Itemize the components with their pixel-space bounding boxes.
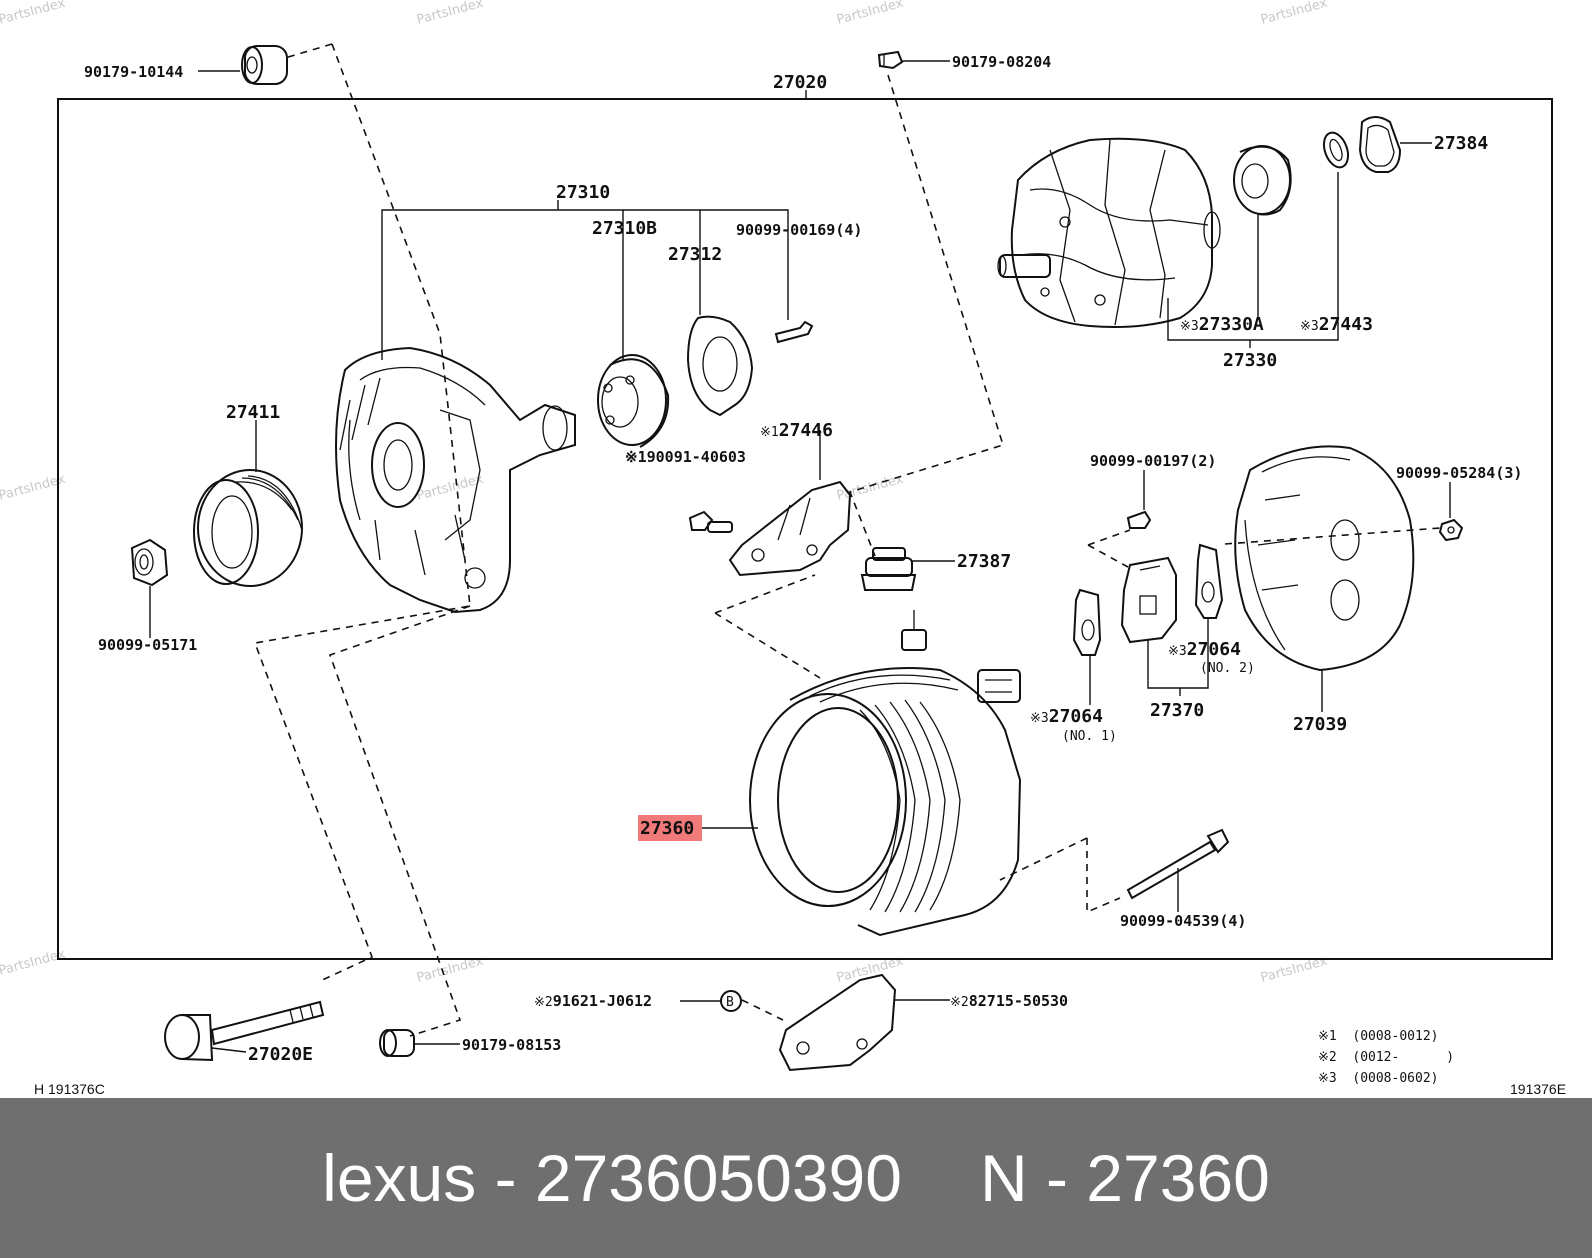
drive-end-frame-27310[interactable] (335, 346, 576, 614)
footer-part-number: lexus - 2736050390 (322, 1141, 902, 1215)
label-27020[interactable]: 27020 (773, 72, 827, 93)
label-27039[interactable]: 27039 (1293, 714, 1347, 735)
clip-90179-08204[interactable] (877, 50, 904, 70)
label-90099-05284[interactable]: 90099-05284(3) (1396, 464, 1522, 482)
stator-housing-27360[interactable] (749, 610, 1022, 937)
retainer-plate-27312[interactable] (686, 315, 754, 417)
label-27446[interactable]: ※127446 (760, 420, 833, 441)
assembly-frame (57, 98, 1553, 960)
label-27064-no2[interactable]: ※327064 (1168, 639, 1241, 660)
label-90179-10144[interactable]: 90179-10144 (84, 63, 183, 81)
exploded-parts-diagram: PartsIndex PartsIndex PartsIndex PartsIn… (0, 0, 1566, 1097)
bearing-27330A[interactable] (1233, 145, 1292, 216)
insulator-27387[interactable] (860, 547, 917, 591)
label-90099-00169[interactable]: 90099-00169(4) (736, 221, 862, 239)
label-27360[interactable]: 27360 (640, 818, 694, 839)
label-27310[interactable]: 27310 (556, 182, 610, 203)
rotor-27330[interactable] (997, 137, 1221, 328)
label-90179-08204[interactable]: 90179-08204 (952, 53, 1051, 71)
label-90179-08153[interactable]: 90179-08153 (462, 1036, 561, 1054)
label-no2: (NO. 2) (1200, 661, 1255, 676)
label-27310B[interactable]: 27310B (592, 218, 657, 239)
label-27443[interactable]: ※327443 (1300, 314, 1373, 335)
watermark: PartsIndex (1259, 0, 1329, 28)
label-27330A[interactable]: ※327330A (1180, 314, 1264, 335)
label-27384[interactable]: 27384 (1434, 133, 1488, 154)
note-2: ※2 (0012- ) (1318, 1050, 1454, 1065)
watermark: PartsIndex (415, 0, 485, 28)
footer-banner: lexus - 2736050390 N - 27360 (0, 1098, 1592, 1258)
label-82715-50530[interactable]: ※282715-50530 (950, 992, 1068, 1010)
nut-90179-10144[interactable] (241, 45, 288, 85)
washer-27443[interactable] (1320, 129, 1353, 170)
label-27020E[interactable]: 27020E (248, 1044, 313, 1065)
label-90099-04539[interactable]: 90099-04539(4) (1120, 912, 1246, 930)
label-no1: (NO. 1) (1062, 729, 1117, 744)
label-91621-J0612[interactable]: ※291621-J0612 (534, 992, 652, 1010)
marker-b-letter: B (726, 995, 734, 1010)
screw-90099-00169[interactable] (774, 320, 814, 344)
note-3: ※3 (0008-0602) (1318, 1071, 1438, 1086)
bolt-27020E[interactable] (164, 1000, 325, 1062)
pulley-27411[interactable] (193, 469, 303, 587)
gasket-27064-no1[interactable] (1072, 588, 1102, 656)
rear-end-cover-27039[interactable] (1234, 445, 1415, 672)
label-90099-00197[interactable]: 90099-00197(2) (1090, 452, 1216, 470)
label-27312[interactable]: 27312 (668, 244, 722, 265)
watermark: PartsIndex (835, 0, 905, 28)
label-27411[interactable]: 27411 (226, 402, 280, 423)
group-lines-27370 (1147, 618, 1209, 689)
cover-27384[interactable] (1358, 116, 1402, 173)
bracket-82715-50530[interactable] (778, 973, 897, 1072)
notes-block: ※1 (0008-0012) ※2 (0012- ) ※3 (0008-0602… (1318, 1029, 1454, 1086)
nut-90099-05171[interactable] (130, 538, 169, 587)
through-bolt-90099-04539[interactable] (1126, 828, 1230, 900)
bearing-27310B[interactable] (597, 354, 670, 448)
bracket-27446[interactable] (728, 480, 852, 577)
nut-90179-08153[interactable] (379, 1029, 415, 1057)
watermark: PartsIndex (0, 0, 67, 28)
label-90099-05171[interactable]: 90099-05171 (98, 636, 197, 654)
label-27370[interactable]: 27370 (1150, 700, 1204, 721)
label-27064-no1[interactable]: ※327064 (1030, 706, 1103, 727)
dashed-assembly-lines (253, 43, 1441, 1037)
label-90091-40603[interactable]: ※190091-40603 (625, 448, 746, 466)
diagram-code-left: H 191376C (34, 1081, 105, 1097)
group-lines-27310 (381, 200, 789, 360)
bolt-marker-b[interactable]: B (720, 990, 742, 1012)
group-lines-27330 (1167, 172, 1339, 341)
brush-holder-27370[interactable] (1120, 556, 1177, 644)
note-1: ※1 (0008-0012) (1318, 1029, 1438, 1044)
screw-90099-00197[interactable] (1126, 510, 1152, 529)
footer-reference: N - 27360 (979, 1141, 1270, 1215)
label-27387[interactable]: 27387 (957, 551, 1011, 572)
bolt-90091-40603[interactable] (688, 510, 733, 533)
nut-90099-05284[interactable] (1438, 518, 1464, 542)
label-27330[interactable]: 27330 (1223, 350, 1277, 371)
diagram-code-right: 191376E (1510, 1081, 1566, 1097)
highlight-27360 (638, 815, 702, 841)
gasket-27064-no2[interactable] (1194, 543, 1224, 619)
